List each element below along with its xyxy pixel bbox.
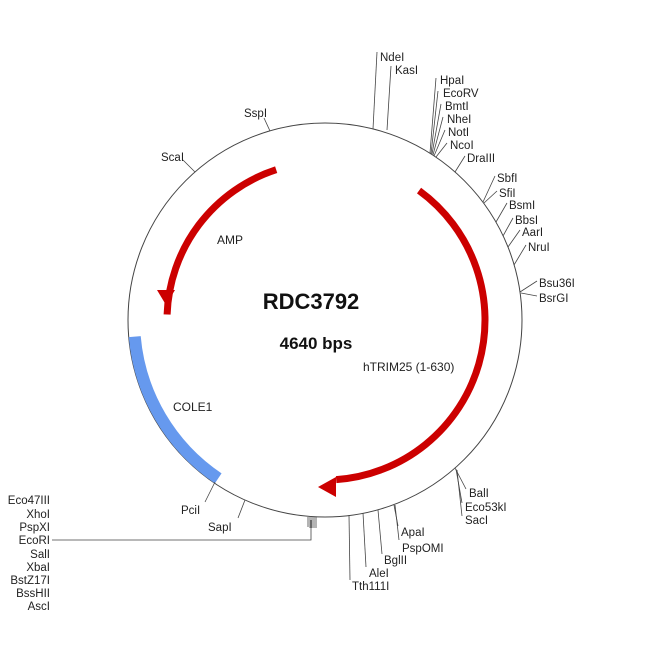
site-leader-lines — [52, 51, 538, 581]
site-saci[interactable]: SacI — [465, 515, 488, 527]
htrim25-label: hTRIM25 (1-630) — [363, 360, 454, 374]
site-draiii[interactable]: DraIII — [467, 153, 495, 165]
mcs-site[interactable]: BssHII — [16, 588, 50, 600]
site-bbsi[interactable]: BbsI — [515, 215, 538, 227]
site-apai[interactable]: ApaI — [401, 527, 425, 539]
mcs-site[interactable]: EcoRI — [19, 535, 50, 547]
plasmid-size: 4640 bps — [280, 334, 353, 353]
htrim25-feature-arc[interactable] — [335, 187, 489, 484]
site-bmti[interactable]: BmtI — [445, 101, 469, 113]
htrim25-arrowhead — [318, 477, 336, 497]
site-ecorv[interactable]: EcoRV — [443, 88, 479, 100]
site-sbfi[interactable]: SbfI — [497, 173, 517, 185]
site-aari[interactable]: AarI — [522, 227, 543, 239]
amp-arrowhead — [157, 290, 175, 305]
mcs-site[interactable]: Eco47III — [8, 495, 50, 507]
mcs-site[interactable]: BstZ17I — [10, 575, 50, 587]
site-bsu36i[interactable]: Bsu36I — [539, 278, 575, 290]
cole1-feature[interactable] — [128, 336, 222, 484]
site-sspi[interactable]: SspI — [244, 108, 267, 120]
mcs-site[interactable]: XbaI — [26, 562, 50, 574]
site-sapi[interactable]: SapI — [208, 522, 232, 534]
amp-feature-arc[interactable] — [163, 166, 278, 315]
mcs-site[interactable]: SalI — [30, 549, 50, 561]
amp-label: AMP — [217, 233, 243, 247]
backbone-circle — [127, 122, 523, 518]
plasmid-name: RDC3792 — [263, 289, 360, 314]
site-eco53ki[interactable]: Eco53kI — [465, 502, 507, 514]
site-tth111i[interactable]: Tth111I — [352, 581, 389, 593]
site-ndei[interactable]: NdeI — [380, 52, 404, 64]
site-kasi[interactable]: KasI — [395, 65, 418, 77]
site-ncoi[interactable]: NcoI — [450, 140, 474, 152]
mcs-site[interactable]: XhoI — [26, 509, 50, 521]
site-bglii[interactable]: BglII — [384, 555, 407, 567]
restriction-site-labels: NdeI KasI HpaI EcoRV BmtI NheI NotI NcoI… — [161, 52, 575, 593]
mcs-site-list: Eco47III XhoI PspXI EcoRI SalI XbaI BstZ… — [8, 495, 50, 613]
mcs-site[interactable]: PspXI — [19, 522, 50, 534]
site-pcii[interactable]: PciI — [181, 505, 200, 517]
site-alei[interactable]: AleI — [369, 568, 389, 580]
site-sfii[interactable]: SfiI — [499, 188, 516, 200]
site-bsmi[interactable]: BsmI — [509, 200, 535, 212]
mcs-site[interactable]: AscI — [28, 601, 50, 613]
site-pspomi[interactable]: PspOMI — [402, 543, 444, 555]
site-bsrgi[interactable]: BsrGI — [539, 293, 568, 305]
site-bali[interactable]: BalI — [469, 488, 489, 500]
site-scai[interactable]: ScaI — [161, 152, 184, 164]
site-noti[interactable]: NotI — [448, 127, 469, 139]
site-nhei[interactable]: NheI — [447, 114, 471, 126]
cole1-label: COLE1 — [173, 400, 213, 414]
site-hpai[interactable]: HpaI — [440, 75, 464, 87]
site-nrui[interactable]: NruI — [528, 242, 550, 254]
